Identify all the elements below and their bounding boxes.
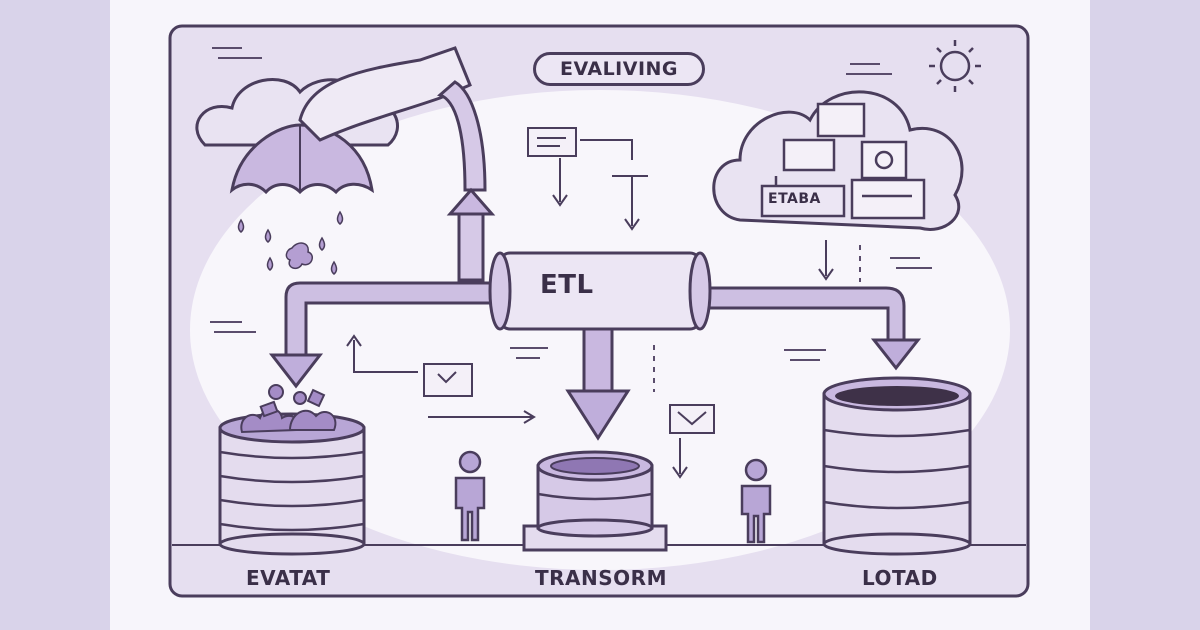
stage-label-extract: EVATAT xyxy=(246,566,331,590)
sketch-dashes xyxy=(210,47,932,392)
cloud-box-label: ETABA xyxy=(768,191,821,207)
transform-arrow xyxy=(565,389,631,441)
flow-notes xyxy=(346,127,834,479)
faucet-icon xyxy=(298,46,487,192)
etl-label: ETL xyxy=(540,270,594,300)
extract-arrow xyxy=(268,353,324,389)
load-pipe xyxy=(698,286,906,342)
sun-icon xyxy=(929,40,981,92)
evaluating-badge: EVALIVING xyxy=(533,52,705,86)
transform-tub-icon xyxy=(522,450,668,552)
transform-arrow-shaft xyxy=(582,327,614,393)
load-arrow xyxy=(870,338,922,371)
extract-pipe xyxy=(284,281,502,357)
extract-barrel-icon xyxy=(218,384,366,556)
stage-label-transform: TRANSORM xyxy=(535,566,667,590)
data-cloud-icon xyxy=(712,90,964,231)
load-barrel-icon xyxy=(822,376,972,556)
person-icon xyxy=(454,450,486,542)
etl-pipe-cylinder xyxy=(488,251,712,331)
pipe-up-arrow xyxy=(446,187,496,282)
person-icon xyxy=(740,458,772,544)
stage-label-load: LOTAD xyxy=(862,566,938,590)
